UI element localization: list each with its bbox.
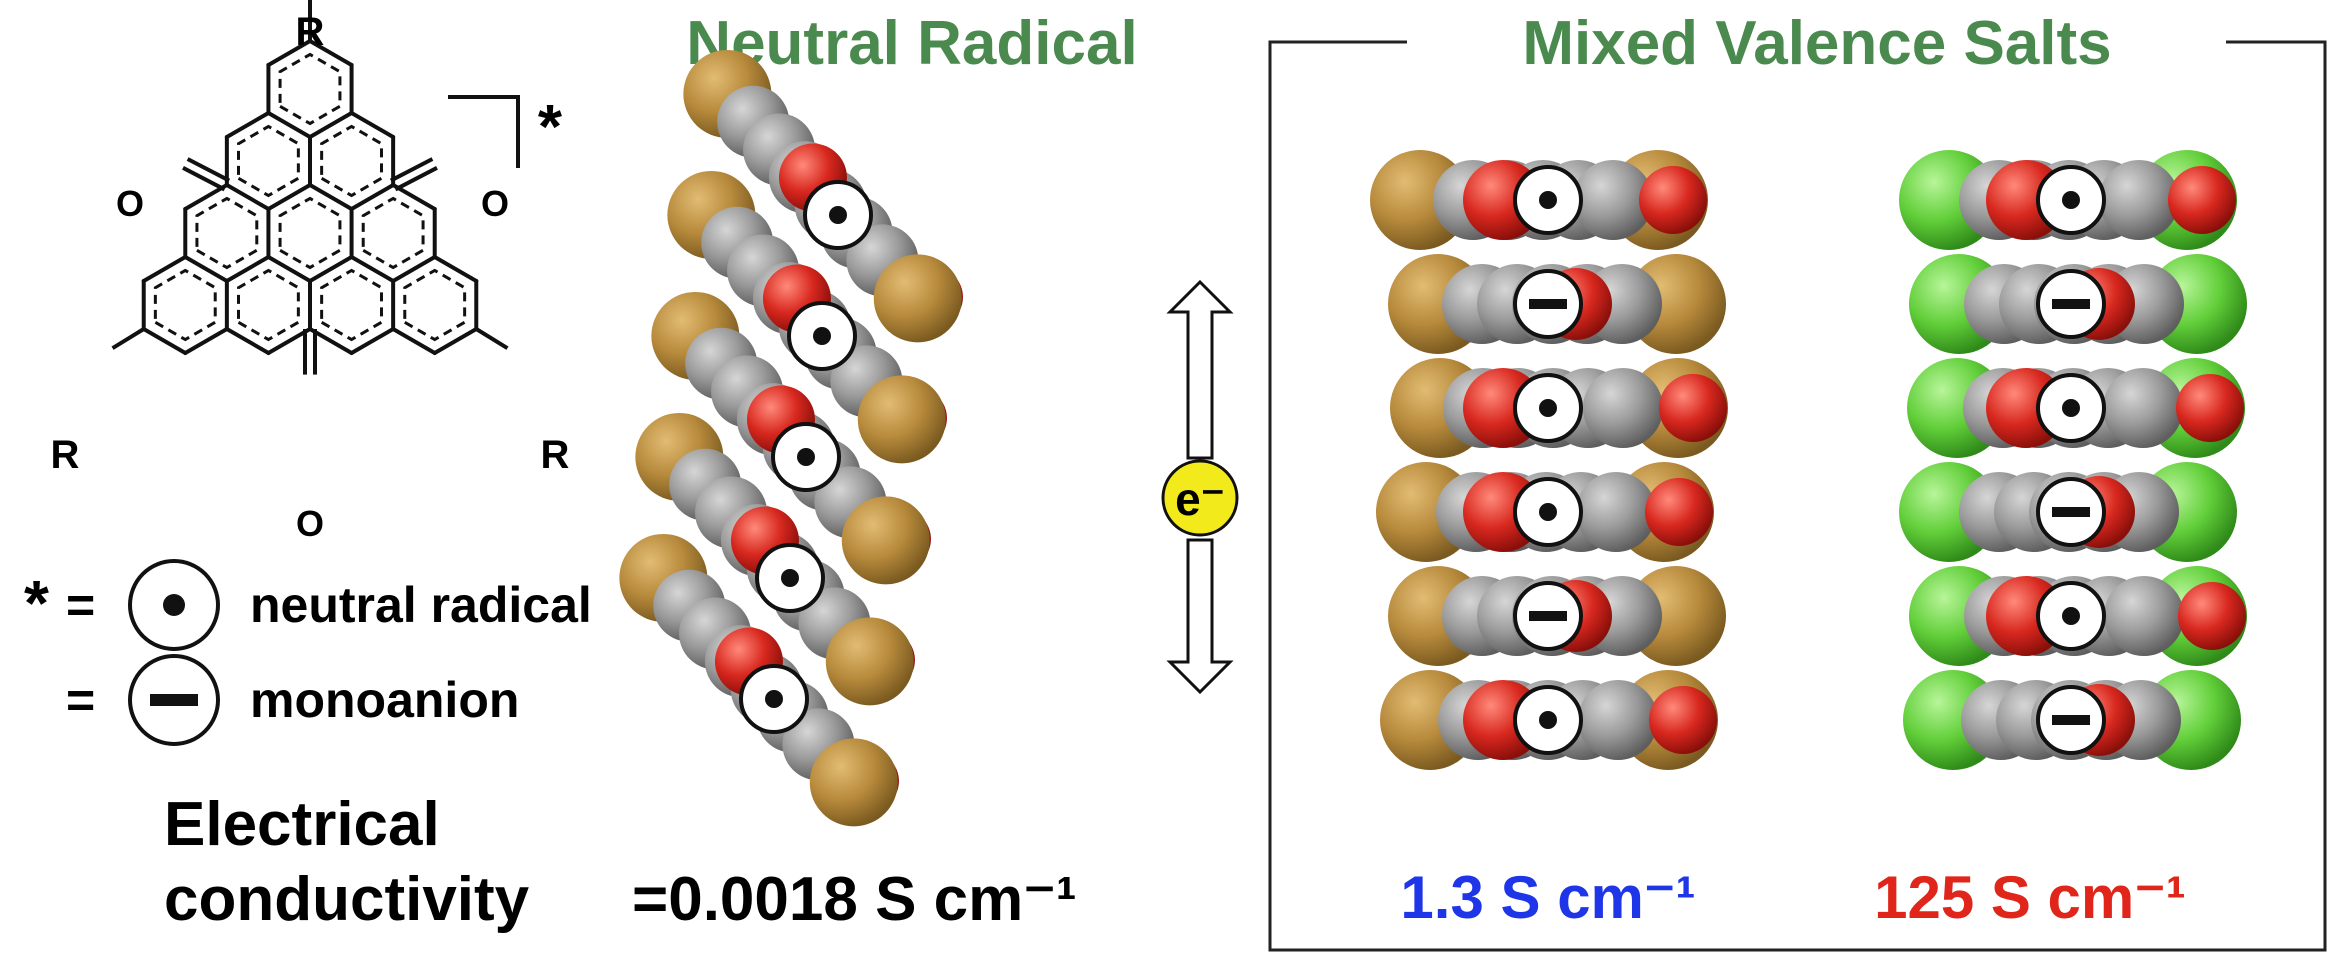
neutral-radical-stack bbox=[619, 49, 963, 827]
substituent-right: R bbox=[541, 433, 570, 477]
oxygen-left: O bbox=[116, 183, 144, 224]
legend-anion-label: monoanion bbox=[250, 672, 519, 728]
radical-marker bbox=[803, 180, 873, 250]
salt2-molecule bbox=[1903, 670, 2241, 770]
bromine-atom bbox=[873, 254, 962, 343]
carbon-atom bbox=[1583, 368, 1663, 448]
bracket-star: * bbox=[538, 93, 563, 162]
legend-star: * bbox=[24, 567, 49, 639]
anion-marker bbox=[2036, 685, 2106, 755]
radical-marker bbox=[787, 301, 857, 371]
electron-circle bbox=[1161, 459, 1239, 537]
salt2-molecule bbox=[1899, 150, 2237, 250]
radical-marker bbox=[771, 422, 841, 492]
oxygen-atom bbox=[2176, 374, 2244, 442]
salt2-stack bbox=[1899, 150, 2247, 770]
carbon-atom bbox=[1576, 472, 1656, 552]
radical-marker bbox=[2036, 581, 2106, 651]
radical-marker bbox=[1513, 477, 1583, 547]
salt2-molecule bbox=[1909, 566, 2247, 666]
substituent-top: R bbox=[296, 10, 325, 54]
carbon-atom bbox=[1578, 680, 1658, 760]
oxygen-atom bbox=[2178, 582, 2246, 650]
trioxotriangulene-structure bbox=[111, 0, 509, 375]
salt1-molecule bbox=[1388, 566, 1726, 666]
electron-label: e⁻ bbox=[1175, 473, 1225, 525]
salt2-molecule bbox=[1899, 462, 2237, 562]
neutral-molecule bbox=[667, 170, 947, 464]
radical-marker bbox=[755, 543, 825, 613]
neutral-molecule bbox=[619, 533, 899, 827]
salt1-molecule bbox=[1370, 150, 1708, 250]
legend-equals-anion: = bbox=[66, 672, 95, 728]
radical-marker bbox=[2036, 165, 2106, 235]
oxygen-right: O bbox=[481, 183, 509, 224]
salt1-molecule bbox=[1390, 358, 1728, 458]
radical-marker bbox=[739, 664, 809, 734]
arrow-up bbox=[1166, 279, 1234, 460]
radical-marker bbox=[1513, 685, 1583, 755]
oxygen-atom bbox=[1649, 686, 1717, 754]
salt1-conductivity-value: 1.3 S cm⁻¹ bbox=[1400, 864, 1695, 931]
radical-marker bbox=[1513, 165, 1583, 235]
salt1-molecule bbox=[1380, 670, 1718, 770]
neutral-molecule bbox=[683, 49, 963, 343]
legend-radical-label: neutral radical bbox=[250, 577, 592, 633]
carbon-atom bbox=[2103, 368, 2183, 448]
radical-marker bbox=[1513, 373, 1583, 443]
carbon-atom bbox=[1573, 160, 1653, 240]
neutral-molecule bbox=[635, 412, 915, 706]
substituent-left: R bbox=[51, 433, 80, 477]
anion-marker bbox=[1513, 581, 1583, 651]
bromine-atom bbox=[809, 738, 898, 827]
salt1-stack bbox=[1370, 150, 1728, 770]
conductivity-title-line2: conductivity bbox=[164, 865, 530, 934]
conductivity-title-line1: Electrical bbox=[164, 790, 440, 859]
salt1-molecule bbox=[1376, 462, 1714, 562]
legend-equals-radical: = bbox=[66, 577, 95, 633]
neutral-molecule bbox=[651, 291, 931, 585]
anion-marker bbox=[1513, 269, 1583, 339]
carbon-atom bbox=[2099, 160, 2179, 240]
oxygen-bottom: O bbox=[296, 503, 324, 544]
salt2-conductivity-value: 125 S cm⁻¹ bbox=[1874, 864, 2186, 931]
bromine-atom bbox=[825, 617, 914, 706]
arrow-down bbox=[1166, 538, 1234, 695]
radical-symbol bbox=[128, 559, 220, 651]
anion-marker bbox=[2036, 269, 2106, 339]
salt1-molecule bbox=[1388, 254, 1726, 354]
anion-symbol bbox=[128, 654, 220, 746]
neutral-conductivity-value: =0.0018 S cm⁻¹ bbox=[632, 865, 1077, 934]
bromine-atom bbox=[841, 496, 930, 585]
electron-transfer-arrows: e⁻ bbox=[1161, 279, 1239, 695]
bromine-atom bbox=[857, 375, 946, 464]
salt2-molecule bbox=[1907, 358, 2245, 458]
anion-marker bbox=[2036, 477, 2106, 547]
oxygen-atom bbox=[1645, 478, 1713, 546]
oxygen-atom bbox=[1639, 166, 1707, 234]
mixed-valence-heading: Mixed Valence Salts bbox=[1522, 9, 2111, 78]
oxygen-atom bbox=[2168, 166, 2236, 234]
mixed-valence-frame bbox=[1268, 40, 2327, 952]
salt2-molecule bbox=[1909, 254, 2247, 354]
carbon-atom bbox=[2104, 576, 2184, 656]
radical-marker bbox=[2036, 373, 2106, 443]
charge-bracket bbox=[448, 95, 520, 168]
oxygen-atom bbox=[1659, 374, 1727, 442]
